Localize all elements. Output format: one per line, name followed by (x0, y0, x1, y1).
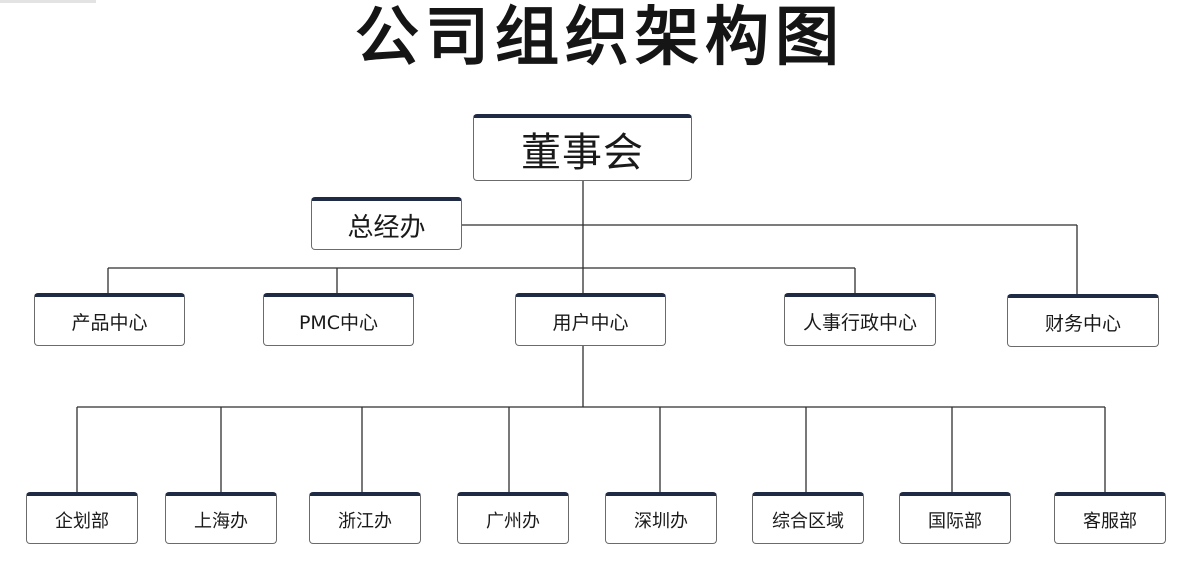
node-dept-customer-service: 客服部 (1054, 492, 1166, 544)
chart-title: 公司组织架构图 (355, 1, 845, 75)
node-product-center: 产品中心 (34, 293, 185, 346)
node-dept-international: 国际部 (899, 492, 1011, 544)
node-dept-planning: 企划部 (26, 492, 138, 544)
node-dept-general-region: 综合区域 (752, 492, 864, 544)
corner-mark (0, 0, 96, 3)
node-dept-shanghai: 上海办 (165, 492, 277, 544)
node-hr-admin-center: 人事行政中心 (784, 293, 936, 346)
node-dept-guangzhou: 广州办 (457, 492, 569, 544)
node-pmc-center: PMC中心 (263, 293, 414, 346)
node-general-office: 总经办 (311, 197, 462, 250)
node-user-center: 用户中心 (515, 293, 666, 346)
node-board: 董事会 (473, 114, 692, 181)
node-finance-center: 财务中心 (1007, 294, 1159, 347)
node-dept-zhejiang: 浙江办 (309, 492, 421, 544)
node-dept-shenzhen: 深圳办 (605, 492, 717, 544)
